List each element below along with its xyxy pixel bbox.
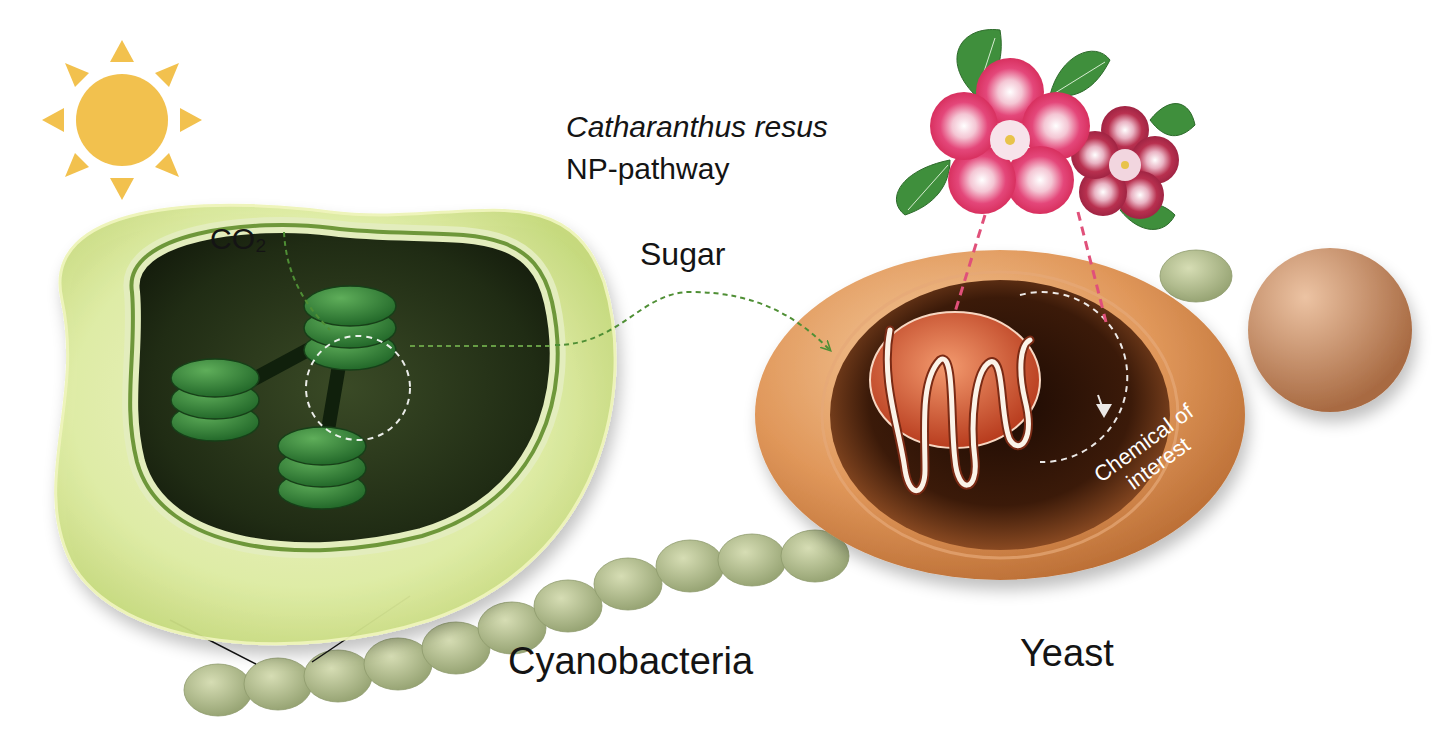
periwinkle-flower-part-part bbox=[908, 165, 948, 210]
thylakoid-stack-part-part bbox=[304, 286, 396, 326]
cyanobacteria-filament-part bbox=[594, 558, 662, 610]
periwinkle-flower-part-part bbox=[1050, 51, 1110, 96]
periwinkle-flower bbox=[896, 30, 1195, 230]
mitochondrion-part bbox=[887, 330, 1030, 491]
periwinkle-flower-part-part bbox=[1055, 62, 1105, 93]
sun-icon-part bbox=[110, 178, 134, 200]
cyanobacteria-filament-part bbox=[1160, 250, 1232, 302]
thylakoid-stack-part-part bbox=[171, 359, 259, 397]
cyanobacteria-filament-part bbox=[656, 540, 724, 592]
periwinkle-flower-part-part bbox=[896, 160, 950, 215]
mitochondrion bbox=[870, 312, 1040, 491]
sun-icon-part bbox=[180, 108, 202, 132]
co2-arrow-part bbox=[284, 232, 330, 330]
yeast-cell-part bbox=[755, 250, 1245, 580]
periwinkle-flower-part-part bbox=[930, 92, 998, 160]
focus-circle bbox=[306, 336, 552, 440]
periwinkle-flower-part bbox=[896, 30, 1195, 230]
cyanobacteria-interior-part bbox=[130, 225, 558, 550]
pathway-circle-part bbox=[1096, 404, 1112, 418]
pathway-circle-part bbox=[1020, 292, 1127, 462]
yeast-cell-part bbox=[1248, 248, 1412, 412]
cyanobacteria-interior bbox=[130, 225, 558, 550]
cyanobacteria-cell bbox=[56, 205, 615, 644]
yeast-nucleus bbox=[822, 272, 1178, 558]
thylakoid-stack-part bbox=[171, 286, 396, 509]
cyanobacteria-filament-part bbox=[534, 580, 602, 632]
diagram-label: Chemical of interest bbox=[1075, 389, 1226, 518]
thylakoid-stack-part-part bbox=[278, 427, 366, 465]
cyanobacteria-filament-part bbox=[244, 658, 312, 710]
sun-icon-part bbox=[155, 153, 179, 177]
pathway-leader bbox=[955, 212, 1106, 322]
cyanobacteria-filament-part bbox=[718, 534, 786, 586]
pathway-leader-part bbox=[1078, 212, 1106, 322]
periwinkle-flower-part-part bbox=[1121, 161, 1129, 169]
yeast-cell bbox=[755, 248, 1412, 580]
cell-label: Cyanobacteria bbox=[508, 640, 753, 684]
mitochondrion-part bbox=[887, 330, 1030, 491]
periwinkle-flower-part bbox=[930, 58, 1090, 214]
periwinkle-flower-part-part bbox=[990, 120, 1030, 160]
sun-icon-part bbox=[155, 63, 179, 87]
cyanobacteria-filament bbox=[184, 250, 1232, 716]
cyanobacteria-interior-part bbox=[130, 225, 558, 550]
yeast-nucleus-part bbox=[830, 280, 1170, 550]
sun-icon-part bbox=[76, 74, 168, 166]
cyanobacteria-cell-part bbox=[56, 205, 615, 644]
sun-icon bbox=[42, 40, 202, 200]
pathway-circle bbox=[1020, 292, 1127, 462]
sun-icon-part bbox=[110, 40, 134, 62]
co2-arrow bbox=[284, 232, 330, 330]
periwinkle-flower-part-part bbox=[1150, 104, 1195, 136]
cell-node: Yeast bbox=[830, 280, 1170, 550]
diagram-label: NP-pathway bbox=[566, 152, 729, 187]
sun-icon-part bbox=[42, 108, 64, 132]
periwinkle-flower-part-part bbox=[1109, 149, 1141, 181]
sun-icon-part bbox=[65, 63, 89, 87]
diagram-label: CO₂ bbox=[210, 222, 267, 257]
diagram-label: Catharanthus resus bbox=[566, 110, 828, 145]
pathway-leader-part bbox=[955, 215, 985, 312]
cell-node: Cyanobacteria bbox=[130, 215, 555, 555]
edge-label: Sugar bbox=[640, 236, 725, 273]
focus-circle-part bbox=[410, 345, 552, 347]
cell-label: Yeast bbox=[1020, 632, 1114, 676]
focus-circle-part bbox=[306, 336, 410, 440]
cyanobacteria-filament-part bbox=[304, 650, 372, 702]
sun-icon-part bbox=[65, 153, 89, 177]
sugar-flow-arrow bbox=[555, 292, 830, 350]
periwinkle-flower-part-part bbox=[1005, 135, 1015, 145]
thylakoid-stack bbox=[171, 286, 396, 509]
yeast-nucleus-part bbox=[822, 272, 1178, 558]
cyanobacteria-filament-part bbox=[184, 664, 252, 716]
